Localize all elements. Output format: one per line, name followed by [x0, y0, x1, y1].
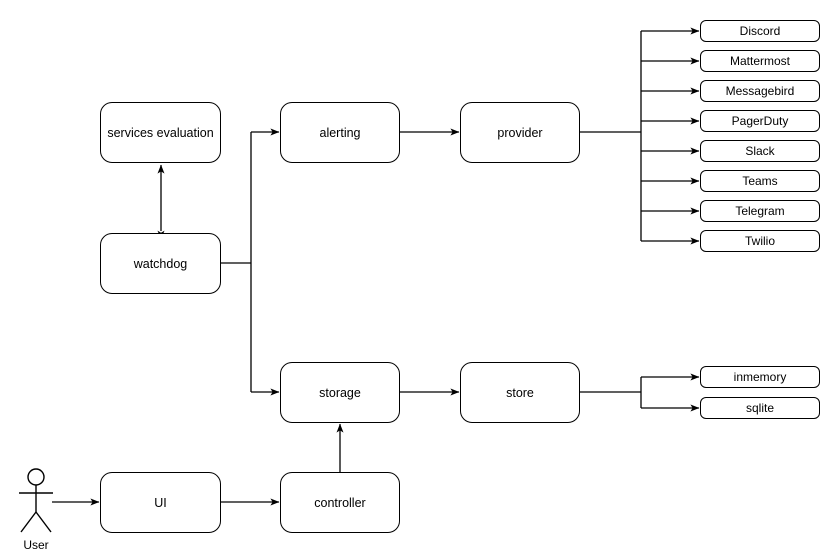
node-provider-mattermost[interactable]: Mattermost — [700, 50, 820, 72]
node-provider-slack[interactable]: Slack — [700, 140, 820, 162]
node-alerting[interactable]: alerting — [280, 102, 400, 163]
node-provider-pagerduty[interactable]: PagerDuty — [700, 110, 820, 132]
node-provider-twilio[interactable]: Twilio — [700, 230, 820, 252]
user-actor-label: User — [23, 538, 49, 552]
node-watchdog[interactable]: watchdog — [100, 233, 221, 294]
node-provider-teams[interactable]: Teams — [700, 170, 820, 192]
node-provider-discord[interactable]: Discord — [700, 20, 820, 42]
node-services-evaluation[interactable]: services evaluation — [100, 102, 221, 163]
node-store-sqlite[interactable]: sqlite — [700, 397, 820, 419]
node-store[interactable]: store — [460, 362, 580, 423]
node-provider-telegram[interactable]: Telegram — [700, 200, 820, 222]
node-ui[interactable]: UI — [100, 472, 221, 533]
user-actor-icon — [19, 468, 53, 533]
node-provider[interactable]: provider — [460, 102, 580, 163]
node-storage[interactable]: storage — [280, 362, 400, 423]
node-controller[interactable]: controller — [280, 472, 400, 533]
node-provider-messagebird[interactable]: Messagebird — [700, 80, 820, 102]
node-store-inmemory[interactable]: inmemory — [700, 366, 820, 388]
